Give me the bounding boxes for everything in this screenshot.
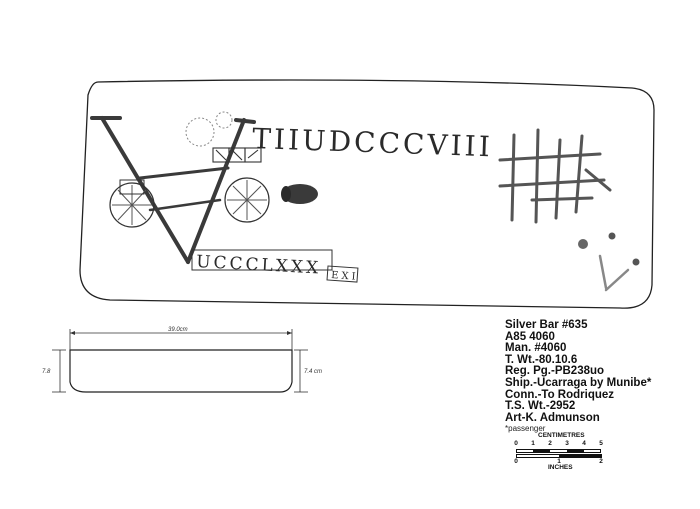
scale-top-label: CENTIMETRES xyxy=(538,432,585,439)
hash-mark xyxy=(498,128,612,224)
catalog-line-register: Reg. Pg.-PB238uo xyxy=(505,365,605,378)
cm-tick: 3 xyxy=(565,440,569,447)
catalog-line-consignee: Conn.-To Rodriquez xyxy=(505,388,615,401)
catalog-footnote: *passenger xyxy=(505,424,546,434)
faint-marks xyxy=(185,111,233,147)
scale-bar: CENTIMETRES 0 1 2 3 4 5 0 1 2 INCHES xyxy=(512,432,604,472)
catalog-line-accession: A85 4060 xyxy=(505,330,555,343)
catalog-line-title: Silver Bar #635 xyxy=(505,319,588,331)
inch-scale-segment xyxy=(559,454,602,458)
cm-scale-line xyxy=(516,449,601,453)
profile-view xyxy=(52,329,308,393)
catalog-info: Silver Bar #635 A85 4060 Man. #4060 T. W… xyxy=(505,319,695,434)
bar-outline xyxy=(79,79,655,309)
stamp-top-text: TIIUDCCCVIII xyxy=(252,122,494,163)
cm-tick: 2 xyxy=(548,440,552,447)
scale-bottom-label: INCHES xyxy=(548,464,573,471)
catalog-line-artist: Art-K. Admunson xyxy=(505,411,600,424)
small-stamp-boxes xyxy=(212,147,262,163)
inch-tick: 2 xyxy=(599,458,603,465)
v-mark xyxy=(90,116,256,264)
cm-tick: 5 xyxy=(599,440,603,447)
catalog-line-manifest: Man. #4060 xyxy=(505,342,567,355)
inch-tick: 1 xyxy=(557,458,561,465)
profile-outline xyxy=(69,349,293,393)
cm-scale-segment xyxy=(567,449,584,453)
cm-tick: 0 xyxy=(514,440,518,447)
cm-scale-segment xyxy=(533,449,550,453)
cm-tick: 1 xyxy=(531,440,535,447)
inch-tick: 0 xyxy=(514,458,518,465)
catalog-line-weight: T. Wt.-80.10.6 xyxy=(505,353,578,366)
stamp-small-text: EXI xyxy=(331,270,359,283)
punch-marks xyxy=(578,232,640,292)
seal-impressions xyxy=(109,177,318,228)
stamp-bottom-text: UCCCLXXX xyxy=(196,252,322,279)
cm-tick: 4 xyxy=(582,440,586,447)
length-label: 39.0cm xyxy=(168,327,188,333)
stamp-bottom-boxes xyxy=(191,249,333,271)
right-height-label: 7.4 cm xyxy=(304,369,322,375)
catalog-line-ts-weight: T.S. Wt.-2952 xyxy=(505,400,576,413)
left-height-label: 7.8 xyxy=(42,369,51,375)
catalog-line-ship: Ship.-Ucarraga by Munibe* xyxy=(505,376,652,389)
